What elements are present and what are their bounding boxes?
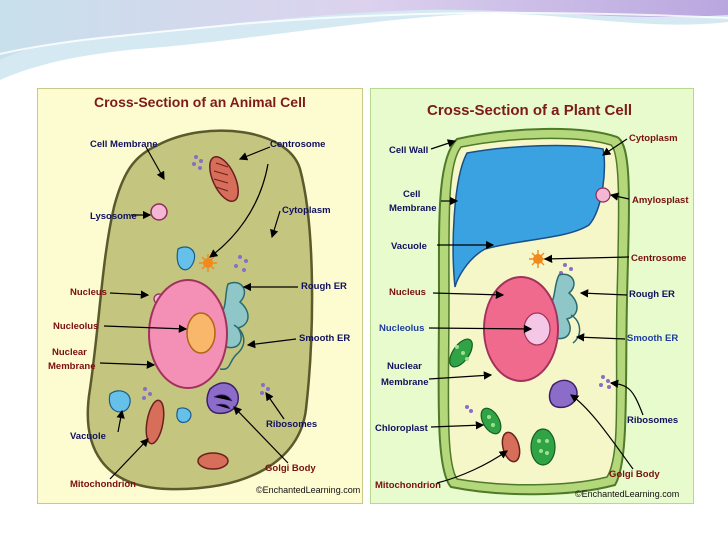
label-pointer-arrows (428, 138, 644, 484)
header-wave-decoration (0, 0, 728, 80)
label-cell-wall: Cell Wall (389, 145, 428, 156)
copyright-credit: ©EnchantedLearning.com (575, 489, 679, 499)
label-ribosomes: Ribosomes (627, 415, 678, 426)
vacuole-shape (108, 390, 131, 413)
label-golgi-body: Golgi Body (609, 469, 660, 480)
label-cell-membrane: Cell Membrane (90, 139, 158, 150)
animal-cell-diagram: Cross-Section of an Animal Cell (48, 94, 360, 495)
label-vacuole: Vacuole (391, 241, 427, 252)
label-mitochondrion: Mitochondrion (70, 479, 136, 490)
copyright-credit: ©EnchantedLearning.com (256, 485, 360, 495)
centrosome-shape (529, 250, 547, 268)
label-nucleolus: Nucleolus (53, 321, 98, 332)
label-golgi-body: Golgi Body (265, 463, 316, 474)
mitochondrion-shape (209, 156, 239, 202)
label-chloroplast: Chloroplast (375, 423, 429, 434)
label-cytoplasm: Cytoplasm (629, 133, 678, 144)
label-nuclear-membrane-line1: Nuclear (52, 347, 87, 358)
label-nuclear-membrane-line2: Membrane (381, 377, 429, 388)
label-smooth-er: Smooth ER (299, 333, 350, 344)
label-cell-membrane-line1: Cell (403, 189, 420, 200)
vacuole-shape (176, 246, 196, 271)
chloroplast-shape (480, 407, 502, 435)
mitochondrion-shape (145, 399, 165, 445)
amyloplast-shape (595, 187, 611, 203)
label-rough-er: Rough ER (629, 289, 675, 300)
label-cell-membrane-line2: Membrane (389, 203, 437, 214)
label-pointer-arrows (99, 146, 298, 480)
label-lysosome: Lysosome (90, 211, 137, 222)
lysosome-shape (150, 203, 168, 221)
label-vacuole: Vacuole (70, 431, 106, 442)
label-nucleolus: Nucleolus (379, 323, 424, 334)
label-ribosomes: Ribosomes (266, 419, 317, 430)
label-centrosome: Centrosome (631, 253, 686, 264)
label-nucleus: Nucleus (389, 287, 426, 298)
chloroplast-shape (449, 338, 473, 368)
plant-cell-diagram: Cross-Section of a Plant Cell (375, 102, 689, 499)
mitochondrion-shape (197, 452, 229, 470)
vacuole-shape (176, 407, 192, 424)
vacuole-shape (452, 144, 606, 288)
label-mitochondrion: Mitochondrion (375, 480, 441, 491)
label-amylosplast: Amylosplast (632, 195, 689, 206)
golgi-body-shape (206, 382, 239, 415)
label-nuclear-membrane-line2: Membrane (48, 361, 96, 372)
chloroplast-shape (530, 428, 556, 466)
centrosome-shape (199, 254, 217, 272)
label-smooth-er: Smooth ER (627, 333, 678, 344)
label-rough-er: Rough ER (301, 281, 347, 292)
label-nuclear-membrane-line1: Nuclear (387, 361, 422, 372)
plant-cell-panel: Cross-Section of a Plant Cell (370, 88, 694, 504)
golgi-body-shape (548, 379, 578, 409)
label-cytoplasm: Cytoplasm (282, 205, 331, 216)
ribosome-dots (465, 263, 611, 413)
plant-cell-title: Cross-Section of a Plant Cell (427, 102, 632, 119)
animal-cell-title: Cross-Section of an Animal Cell (94, 94, 306, 110)
animal-cell-panel: Cross-Section of an Animal Cell (37, 88, 363, 504)
label-centrosome: Centrosome (270, 139, 325, 150)
nucleolus-shape (186, 312, 216, 354)
label-nucleus: Nucleus (70, 287, 107, 298)
